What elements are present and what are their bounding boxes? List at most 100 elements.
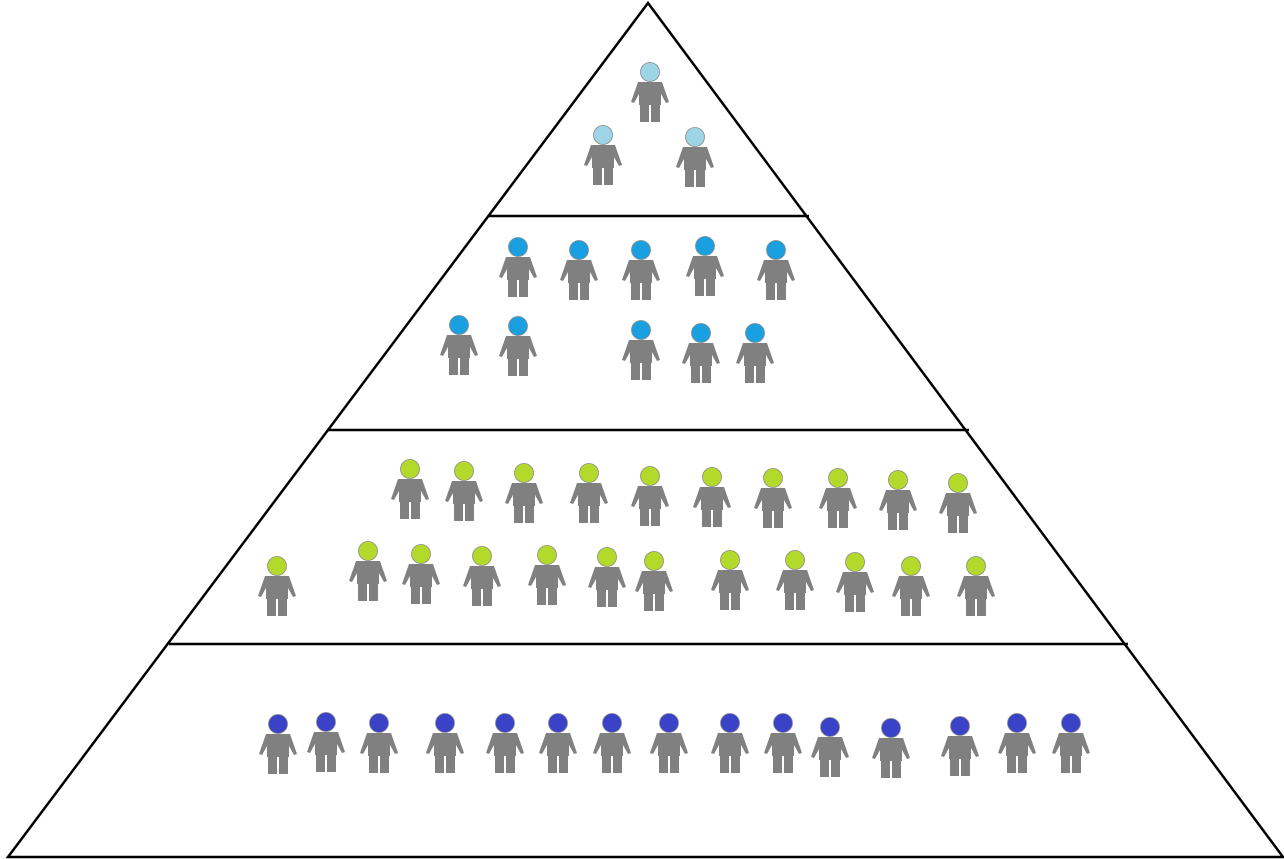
person-body [402,564,440,587]
person-leg-left [435,755,444,773]
person-body [764,733,802,756]
person-leg-left [400,501,409,519]
person-body [892,576,930,599]
person-leg-left [785,592,794,610]
person-leg-left [820,759,829,777]
person-head [631,240,651,260]
person-icon [499,316,537,376]
person-body [631,486,669,509]
person-body [631,82,669,105]
person-icon [622,240,660,300]
person-icon [584,125,622,185]
person-leg-left [828,510,837,528]
person-leg-left [720,592,729,610]
person-body [622,340,660,363]
person-head [644,551,664,571]
person-leg-right [1072,755,1081,773]
person-body [776,570,814,593]
person-body [872,738,910,761]
person-leg-left [593,167,602,185]
person-head [685,127,705,147]
person-icon [1052,713,1090,773]
person-head [720,713,740,733]
person-leg-left [472,588,481,606]
person-body [711,570,749,593]
person-icon [939,473,977,533]
person-leg-right [411,501,420,519]
person-body [757,260,795,283]
person-icon [682,323,720,383]
person-leg-left [948,515,957,533]
person-leg-right [961,758,970,776]
person-body [463,566,501,589]
person-icon [879,470,917,530]
person-leg-left [537,587,546,605]
person-leg-left [579,505,588,523]
person-icon [872,718,910,778]
person-head [640,62,660,82]
person-icon [631,466,669,526]
person-head [695,236,715,256]
person-leg-right [525,505,534,523]
person-leg-right [706,278,715,296]
person-leg-right [580,282,589,300]
person-head [449,315,469,335]
person-head [454,461,474,481]
person-body [505,483,543,506]
person-leg-left [640,104,649,122]
person-icon [754,468,792,528]
person-leg-right [892,760,901,778]
person-leg-right [559,755,568,773]
person-body [693,487,731,510]
person-leg-right [590,505,599,523]
person-leg-left [316,754,325,772]
person-head [785,550,805,570]
person-leg-left [1007,755,1016,773]
person-head [267,556,287,576]
person-leg-right [839,510,848,528]
person-leg-right [977,598,986,616]
person-icon [505,463,543,523]
person-leg-right [369,583,378,601]
person-body [391,479,429,502]
person-leg-left [644,593,653,611]
person-body [676,147,714,170]
person-icon [539,713,577,773]
person-leg-right [713,509,722,527]
person-icon [650,713,688,773]
person-head [602,713,622,733]
person-leg-left [685,169,694,187]
person-leg-left [449,357,458,375]
person-body [836,572,874,595]
person-icon [360,713,398,773]
person-head [763,468,783,488]
person-icon [426,713,464,773]
person-leg-right [548,587,557,605]
person-leg-right [756,365,765,383]
person-head [659,713,679,733]
person-head [400,459,420,479]
person-body [682,343,720,366]
person-leg-left [358,583,367,601]
person-leg-left [548,755,557,773]
person-leg-left [845,594,854,612]
person-body [259,734,297,757]
person-head [514,463,534,483]
person-icon [349,541,387,601]
person-body [939,493,977,516]
person-icon [776,550,814,610]
person-body [635,571,673,594]
person-icon [445,461,483,521]
person-head [966,556,986,576]
person-head [411,544,431,564]
person-body [349,561,387,584]
person-head [845,552,865,572]
person-leg-right [731,755,740,773]
person-leg-left [766,282,775,300]
person-head [888,470,908,490]
person-body [588,567,626,590]
person-head [316,712,336,732]
person-head [508,237,528,257]
person-body [998,733,1036,756]
person-head [948,473,968,493]
